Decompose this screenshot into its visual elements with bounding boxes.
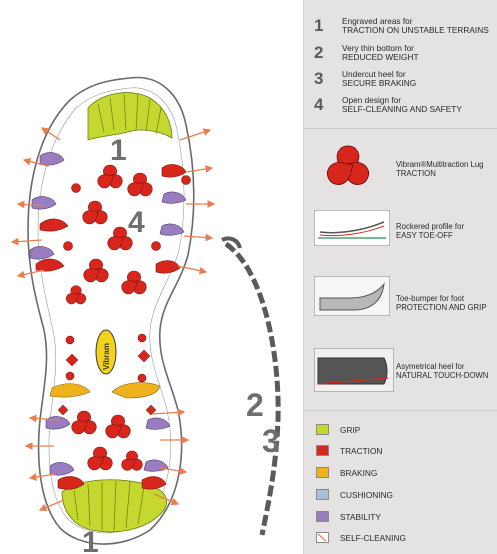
feature-line2: SECURE BRAKING [342,79,497,88]
illustration-line1: Asymetrical heel for [396,362,496,371]
toe-bumper-icon [314,276,390,316]
sole-number-toe: 1 [110,134,127,167]
legend-key-label: STABILITY [340,512,381,522]
divider [304,410,497,411]
sole-number-side-3: 3 [262,423,280,459]
sole-number-center: 4 [128,206,145,239]
illustration-line2: PROTECTION AND GRIP [396,303,496,312]
color-swatch [316,489,329,500]
rockered-profile-icon [314,210,390,246]
multitraction-lug-icon [314,138,384,194]
vibram-logo-text: Vibram [102,343,111,370]
illustration-line2: NATURAL TOUCH-DOWN [396,371,496,380]
divider [304,128,497,129]
legend-key-label: GRIP [340,425,360,435]
legend-key-braking: BRAKING [316,466,496,480]
legend-key-grip: GRIP [316,423,496,437]
feature-line2: SELF-CLEANING AND SAFETY [342,105,497,114]
sole-number-side-2: 2 [246,387,264,423]
legend-key-label: TRACTION [340,446,382,456]
legend-panel: 1 Engraved areas for TRACTION ON UNSTABL… [303,0,497,554]
legend-key-cushioning: CUSHIONING [316,488,496,502]
vibram-logo: Vibram [96,330,116,374]
legend-key-stability: STABILITY [316,510,496,524]
illustration-line1: Vibram®Multitraction Lug [396,160,496,169]
legend-key-self-cleaning: SELF-CLEANING [316,531,496,545]
legend-key-traction: TRACTION [316,444,496,458]
color-swatch [316,532,329,543]
color-swatch [316,424,329,435]
feature-number: 2 [314,43,323,63]
feature-number: 1 [314,16,323,36]
color-swatch [316,467,329,478]
asymmetrical-heel-icon [314,348,394,392]
feature-item: 2 Very thin bottom for REDUCED WEIGHT [304,43,497,65]
color-swatch [316,511,329,522]
illustration-line1: Rockered profile for [396,222,496,231]
color-swatch [316,445,329,456]
feature-item: 4 Open design for SELF-CLEANING AND SAFE… [304,95,497,117]
feature-number: 4 [314,95,323,115]
self-cleaning-arrow-icon [316,532,329,543]
sole-number-heel: 1 [82,526,99,554]
feature-line2: REDUCED WEIGHT [342,53,497,62]
feature-item: 3 Undercut heel for SECURE BRAKING [304,69,497,91]
legend-key-label: BRAKING [340,468,377,478]
feature-item: 1 Engraved areas for TRACTION ON UNSTABL… [304,16,497,38]
legend-key-label: SELF-CLEANING [340,533,406,543]
legend-key-label: CUSHIONING [340,490,393,500]
feature-line2: TRACTION ON UNSTABLE TERRAINS [342,26,497,35]
sole-diagram: Vibram 1 4 1 2 3 [0,0,300,554]
illustration-line1: Toe-bumper for foot [396,294,496,303]
feature-number: 3 [314,69,323,89]
illustration-line2: TRACTION [396,169,496,178]
illustration-line2: EASY TOE-OFF [396,231,496,240]
